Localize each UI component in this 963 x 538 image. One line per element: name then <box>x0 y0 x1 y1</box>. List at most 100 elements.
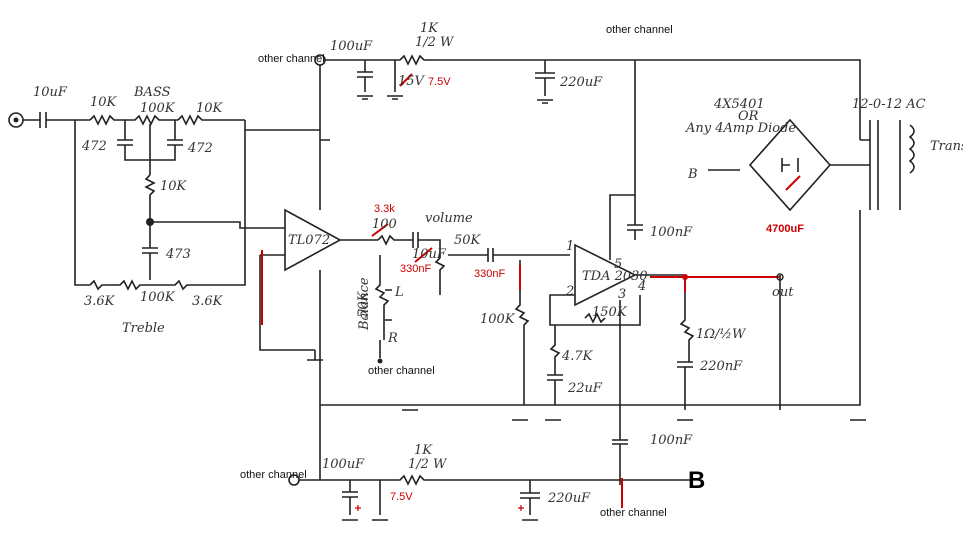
bottom-ground-line <box>610 210 861 406</box>
balance-pot <box>374 255 390 340</box>
transformer-label: 12-0-12 AC <box>852 97 926 112</box>
c22uf-label: 22uF <box>567 381 603 396</box>
zener-bottom-new-label: 7.5V <box>390 491 413 503</box>
other-channel-bottom-left: other channel <box>240 469 307 481</box>
other-channel-bottom-right: other channel <box>600 507 667 519</box>
supply-cap-bottom-label: 100uF <box>322 457 365 472</box>
r-in-symbol <box>89 114 130 126</box>
r-in-label: 10K <box>90 95 118 110</box>
c100nf-bottom <box>612 430 628 485</box>
node-b-big: B <box>688 467 705 494</box>
tda-plus-rail <box>609 60 636 260</box>
labels: 10uF 10K BASS 100K 10K 472 472 10K 473 3… <box>33 21 963 519</box>
tda-triangle <box>574 243 637 307</box>
r-supply-top-w-label: 1/2 W <box>415 35 455 50</box>
r-out-orig-label: 100 <box>372 217 397 232</box>
c100nf-bottom-label: 100nF <box>650 433 693 448</box>
r47k-c22uf <box>547 325 563 405</box>
c-vol-orig-label: 10uF <box>412 247 447 262</box>
bass-pot-symbol <box>130 114 178 126</box>
opamp-triangle <box>284 208 342 272</box>
red-output-node <box>682 274 688 280</box>
out-terminal <box>776 273 784 281</box>
r-supply-top-label: 1K <box>420 21 439 36</box>
zener-top-orig-label: 15V <box>398 74 426 89</box>
c-vol-new-label: 330nF <box>400 263 431 275</box>
red-polarity-marks <box>355 505 524 511</box>
c-in-tda-label: 330nF <box>474 268 505 280</box>
other-channel-top-mid: other channel <box>606 24 673 36</box>
balance-taps <box>385 289 392 321</box>
c472-right-label: 472 <box>187 141 213 156</box>
r-supply-bottom-w-label: 1/2 W <box>408 457 448 472</box>
transformer-core <box>877 120 901 210</box>
other-channel-balance: other channel <box>368 365 435 377</box>
supply-cap-top-label: 100uF <box>330 39 373 54</box>
opamp-label: TL072 <box>288 233 330 248</box>
treble-pot-label: 100K <box>140 290 176 305</box>
bridge-ac <box>830 139 870 166</box>
c100nf-tda <box>627 195 643 240</box>
strike-c-vol <box>414 247 433 263</box>
bass-pot-label: 100K <box>140 101 176 116</box>
input-cap-symbol <box>39 112 47 128</box>
tda-feedback <box>549 294 641 326</box>
balance-label: Balance <box>357 277 372 331</box>
balance-pot-label: 50K <box>356 290 371 318</box>
diodes-alt-label: Any 4Amp Diode <box>685 121 796 136</box>
r150k-symbol <box>584 312 606 324</box>
bottom-100uf <box>342 480 358 515</box>
vol-pot-label: 50K <box>454 233 482 248</box>
opamp-plus-to-ground <box>259 254 323 361</box>
r-mid-label: 10K <box>160 179 188 194</box>
top-100uf <box>357 60 373 92</box>
opamp-feedback <box>245 129 330 210</box>
r150k-label: 150K <box>592 305 628 320</box>
bridge-rectifier <box>748 118 832 212</box>
volume-label: volume <box>425 211 473 226</box>
tda-label: TDA 2030 <box>582 269 648 284</box>
transformer-side-label: Trans <box>930 139 963 154</box>
in-cap-label: 10uF <box>33 85 68 100</box>
r100k-tda-label: 100K <box>480 312 516 327</box>
strike-r-out <box>371 223 389 237</box>
red-modifications <box>261 73 801 511</box>
r-out-new-label: 3.3k <box>374 203 395 215</box>
treble-label: Treble <box>122 321 165 336</box>
wiring <box>8 54 915 521</box>
cap-220-bottom-label: 220uF <box>547 491 591 506</box>
tda-pin2: 2 <box>565 284 574 299</box>
output-zobel <box>635 274 695 410</box>
bridge-cap-4700 <box>781 158 799 172</box>
mid-to-opamp <box>150 221 285 229</box>
cap-4700-label: 4700uF <box>766 223 804 235</box>
c472-left-label: 472 <box>81 139 107 154</box>
top-supply-line <box>325 54 861 140</box>
c473-label: 473 <box>165 247 191 262</box>
bass-label: BASS <box>133 85 171 100</box>
other-channel-top-left: other channel <box>258 53 325 65</box>
input-jack-center <box>13 117 19 123</box>
tda-pin4: 4 <box>637 279 646 294</box>
tda-pin5: 5 <box>614 257 622 272</box>
cap-220-top-label: 220uF <box>559 75 603 90</box>
ground-symbols <box>342 95 866 521</box>
c100nf-tda-label: 100nF <box>650 225 693 240</box>
c220nf-label: 220nF <box>699 359 743 374</box>
tda-pin3: 3 <box>618 287 626 302</box>
r47k-label: 4.7K <box>561 349 594 364</box>
r-mid-symbol <box>144 174 156 222</box>
r-treb-right-label: 3.6K <box>192 294 224 309</box>
r1ohm-label: 1Ω/½W <box>696 327 747 342</box>
r-out-and-cap <box>377 232 441 258</box>
strike-zener-top <box>399 73 413 87</box>
tda-pin1: 1 <box>566 239 574 254</box>
balance-other-dot <box>377 358 383 364</box>
bottom-supply-line <box>299 474 690 486</box>
node-b-small: B <box>687 167 698 182</box>
tone-left-rail <box>74 120 90 286</box>
red-wire-output <box>650 276 780 292</box>
tda-input-cap <box>448 248 570 262</box>
